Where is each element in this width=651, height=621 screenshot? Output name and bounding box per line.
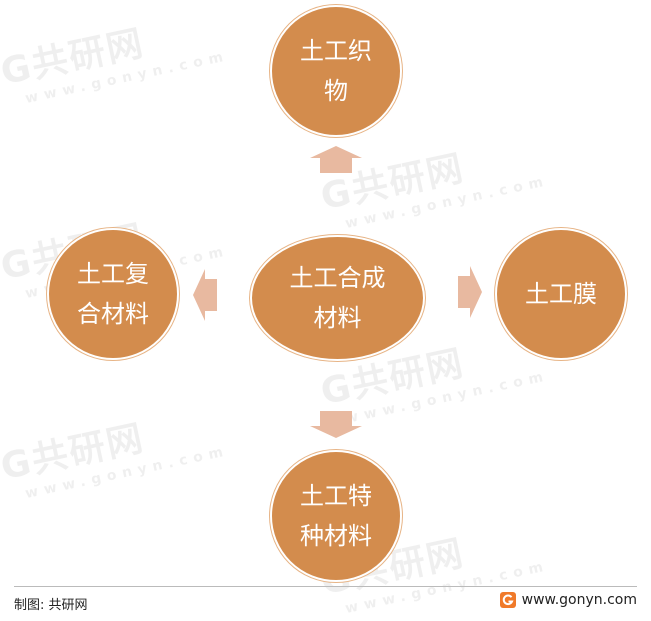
footer-site-url[interactable]: www.gonyn.com (521, 592, 637, 608)
node-bottom-label: 土工特 种材料 (300, 482, 372, 550)
arrow-up-icon (310, 146, 362, 173)
watermark-url: www.gonyn.com (23, 443, 231, 502)
node-right: 土工膜 (495, 228, 627, 360)
node-top-label: 土工织 物 (300, 37, 372, 105)
footer-site: www.gonyn.com (499, 592, 637, 608)
node-left-label: 土工复 合材料 (77, 260, 149, 328)
watermark-brand: G共研网 (0, 22, 149, 94)
node-left: 土工复 合材料 (47, 228, 179, 360)
arrow-down-icon (310, 411, 362, 438)
footer-divider (14, 586, 637, 587)
arrow-left-icon (193, 269, 217, 321)
watermark-url: www.gonyn.com (343, 368, 551, 427)
node-bottom: 土工特 种材料 (270, 450, 402, 582)
watermark-brand: G共研网 (0, 417, 149, 489)
node-center: 土工合成 材料 (250, 235, 425, 361)
footer-source: 制图: 共研网 (14, 598, 88, 613)
watermark-url: www.gonyn.com (23, 48, 231, 107)
node-center-label: 土工合成 材料 (289, 264, 386, 332)
node-right-label: 土工膜 (525, 280, 597, 308)
arrow-right-icon (458, 266, 482, 318)
watermark-url: www.gonyn.com (343, 173, 551, 232)
node-top: 土工织 物 (270, 5, 402, 137)
gonyn-logo-icon (499, 592, 516, 608)
